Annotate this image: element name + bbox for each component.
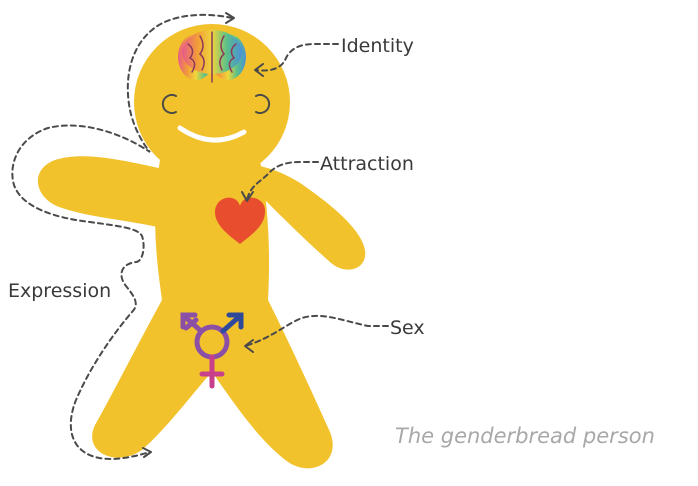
attraction-label: Attraction <box>320 153 414 175</box>
figure-right-arm <box>255 165 365 270</box>
identity-label: Identity <box>341 35 414 57</box>
brain-icon <box>178 30 246 82</box>
gingerbread-figure <box>38 24 365 468</box>
sex-label: Sex <box>390 317 425 339</box>
figure-left-arm <box>38 156 168 228</box>
diagram-caption: The genderbread person <box>395 424 655 448</box>
expression-label: Expression <box>8 280 111 302</box>
